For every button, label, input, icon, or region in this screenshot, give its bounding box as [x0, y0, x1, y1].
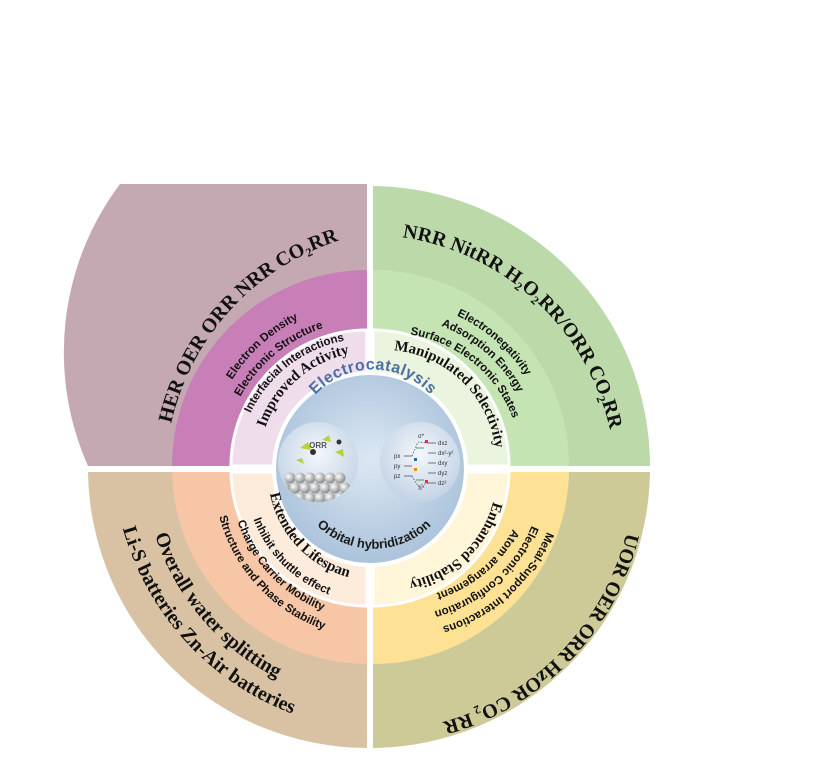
catalyst-sphere: [299, 482, 311, 494]
catalyst-sphere: [294, 472, 306, 484]
orbital-dyz: dyz: [438, 471, 447, 477]
adsorbate-icon: [300, 442, 311, 450]
orbital-pi: π*: [418, 486, 425, 492]
adsorbate-icons: [296, 435, 344, 464]
oxygen-icon: [310, 449, 316, 455]
catalyst-sphere: [324, 472, 336, 484]
core: ORR px py pz dxz dx²-y² dxy dyz dz² σ* π…: [272, 356, 468, 567]
catalyst-sphere: [334, 472, 346, 484]
orbital-sigma: σ*: [418, 434, 425, 440]
adsorbate-icon: [296, 458, 304, 464]
orbital-py: py: [394, 464, 400, 470]
orbital-px: px: [394, 454, 400, 460]
orbital-bubble: [380, 422, 460, 502]
orbital-levels: [404, 441, 436, 487]
catalyst-sphere: [309, 482, 321, 494]
catalyst-sphere: [319, 482, 331, 494]
catalyst-sphere: [284, 472, 296, 484]
orbital-diagram: px py pz dxz dx²-y² dxy dyz dz² σ* π*: [394, 434, 453, 492]
orbital-dx2y2: dx²-y²: [438, 451, 453, 457]
orr-label: ORR: [309, 441, 327, 450]
core-circle: [272, 371, 468, 567]
oxygen-icon: [336, 439, 342, 445]
orbital-markers: [414, 440, 428, 483]
orbital-dz2: dz²: [438, 481, 446, 487]
catalyst-sphere: [329, 482, 341, 494]
orbital-dxz: dxz: [438, 441, 447, 447]
catalyst-sphere: [289, 482, 301, 494]
orbital-dxy: dxy: [438, 461, 447, 467]
catalyst-sphere: [304, 472, 316, 484]
outer-ring: [63, 184, 650, 748]
adsorbate-icon: [335, 449, 344, 457]
catalyst-sphere: [314, 472, 326, 484]
orbital-pz: pz: [394, 474, 400, 480]
catalyst-sphere: [314, 492, 326, 502]
adsorbate-icon: [322, 435, 331, 442]
